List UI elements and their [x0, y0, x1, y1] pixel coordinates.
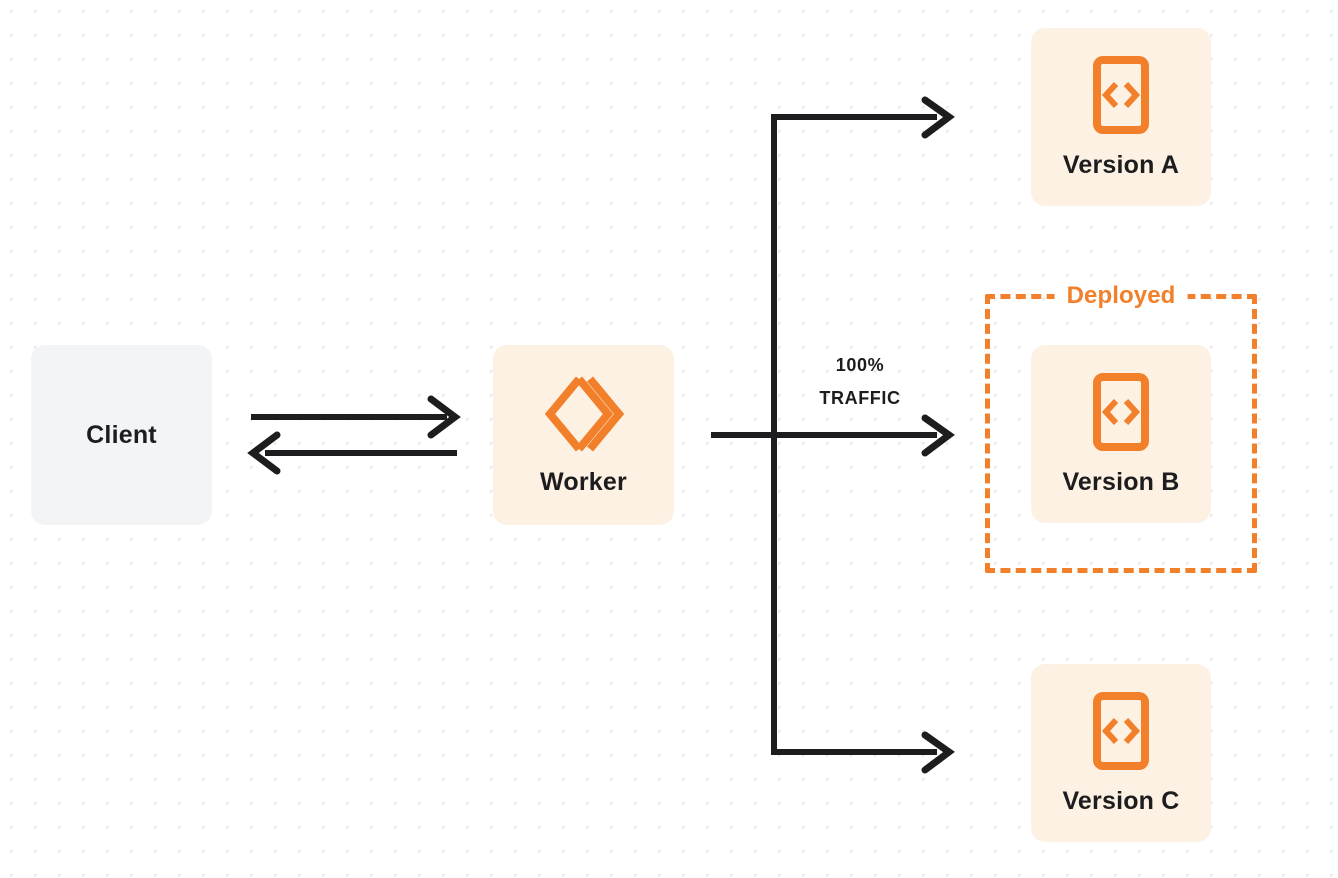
edge-worker-to-client	[247, 431, 457, 475]
node-client[interactable]: Client	[31, 345, 212, 525]
worker-label: Worker	[540, 467, 627, 496]
edge-to-version-a	[771, 96, 955, 139]
traffic-word: TRAFFIC	[819, 388, 901, 408]
node-version-a[interactable]: Version A	[1031, 28, 1211, 206]
client-label: Client	[86, 420, 157, 449]
deployed-group-label: Deployed	[1054, 281, 1188, 311]
code-file-icon	[1091, 55, 1151, 135]
version-c-label: Version C	[1062, 786, 1180, 815]
deployed-group: Deployed	[985, 281, 1257, 573]
code-file-icon	[1091, 372, 1151, 452]
version-a-label: Version A	[1062, 150, 1180, 179]
version-b-label: Version B	[1062, 467, 1180, 496]
node-version-c[interactable]: Version C	[1031, 664, 1211, 842]
edge-client-to-worker	[251, 395, 461, 439]
node-worker[interactable]: Worker	[493, 345, 674, 525]
cloudflare-workers-logo-icon	[542, 374, 626, 454]
traffic-percent: 100%	[835, 355, 885, 375]
traffic-label: 100% TRAFFIC	[790, 349, 930, 415]
node-version-b[interactable]: Version B	[1031, 345, 1211, 523]
edge-to-version-b	[711, 414, 955, 457]
code-file-icon	[1091, 691, 1151, 771]
edge-to-version-c	[771, 731, 955, 774]
